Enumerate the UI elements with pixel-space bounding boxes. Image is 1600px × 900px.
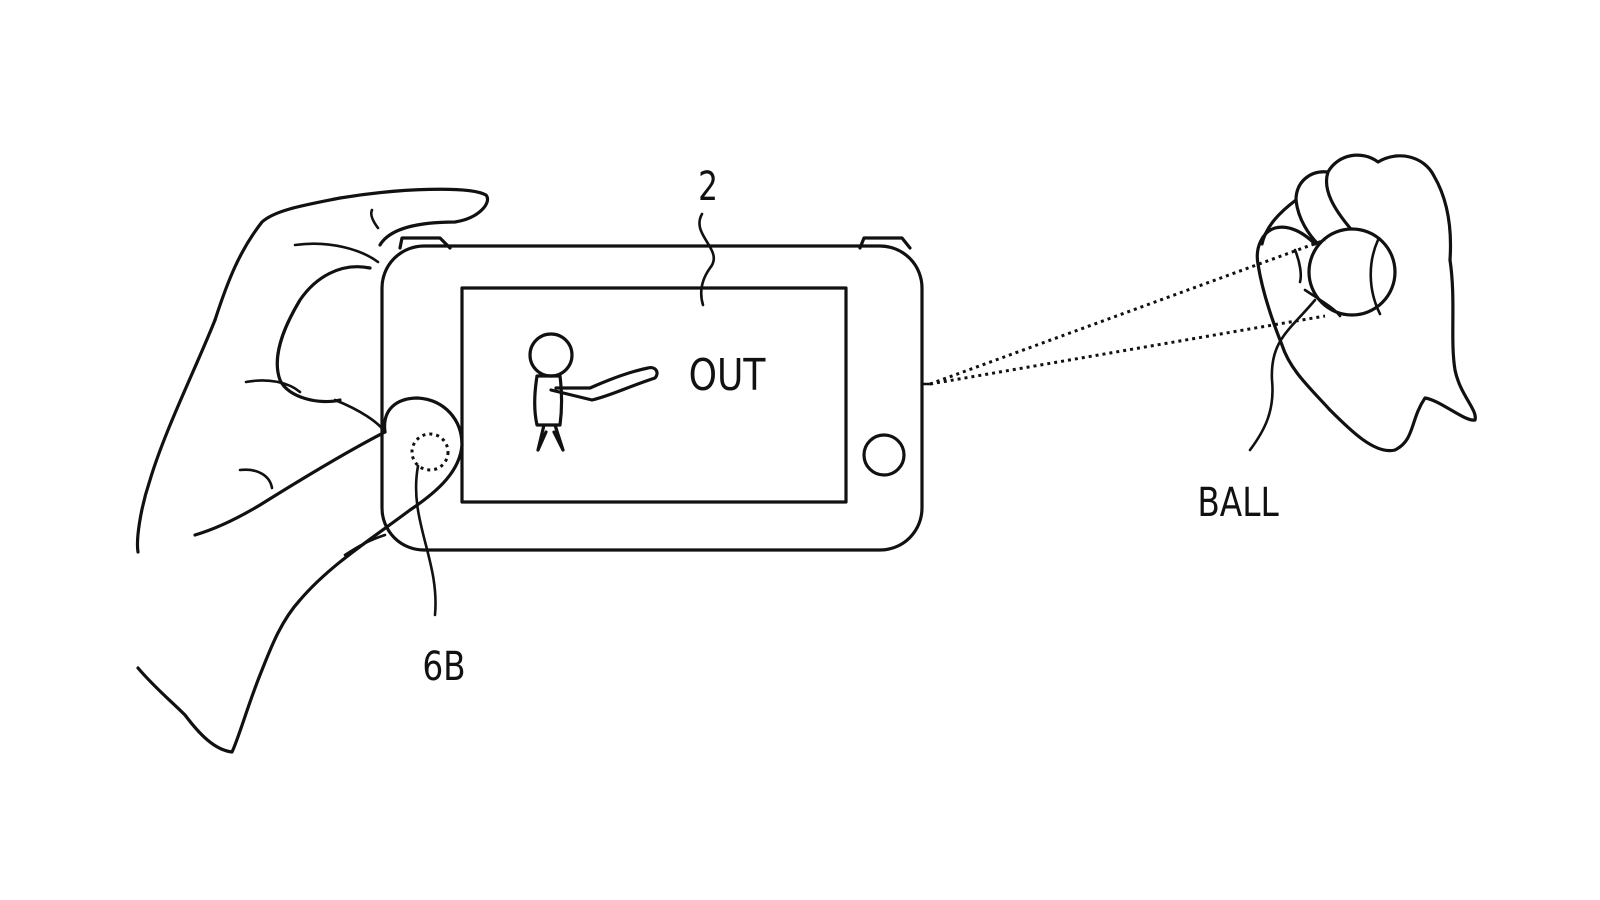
reference-label-ball: BALL [1197, 479, 1279, 526]
sight-lines [929, 238, 1326, 386]
home-button[interactable] [862, 433, 906, 477]
reference-label-6b: 6B [422, 643, 465, 690]
knuckle-line [244, 379, 302, 394]
reference-label-2: 2 [698, 164, 718, 210]
thumb-outline [136, 396, 464, 754]
index-finger-outline [213, 187, 490, 322]
button-6b-hidden[interactable] [410, 432, 450, 472]
screen-text-out: OUT [689, 351, 766, 401]
finger-nail-line [369, 208, 380, 230]
sight-line-lower [929, 314, 1326, 386]
batter-head [528, 332, 574, 378]
right-hand [1248, 153, 1477, 453]
hand-outline [1255, 225, 1477, 453]
ball [1307, 227, 1397, 317]
hand-back-outline [135, 318, 217, 554]
finger-tops [1325, 153, 1453, 262]
thumb-crease [1293, 248, 1303, 284]
leader-line-ball [1248, 298, 1317, 452]
thumb-base-line [333, 398, 387, 434]
curled-finger [275, 265, 372, 404]
batter-right-leg [552, 423, 565, 452]
batter-arms-bat [549, 366, 659, 402]
device-screen[interactable] [460, 286, 848, 504]
handheld-device [380, 212, 932, 617]
left-hand [135, 187, 490, 754]
batter-left-leg [536, 423, 548, 452]
batter-figure [528, 332, 659, 452]
device-body [380, 244, 924, 552]
finger-crease [293, 242, 380, 264]
thumb-underside [193, 430, 387, 537]
leader-line-6b [414, 464, 437, 617]
palm-crease [1303, 288, 1342, 318]
sight-line-upper [929, 238, 1326, 386]
right-shoulder-button[interactable] [858, 236, 912, 250]
palm-line [343, 533, 387, 557]
ball-seam [1369, 238, 1382, 316]
knuckle-crease [238, 468, 274, 490]
front-finger-line [1260, 198, 1298, 246]
leader-line-2 [698, 212, 716, 307]
left-shoulder-button[interactable] [398, 236, 452, 250]
batter-body [533, 374, 564, 427]
